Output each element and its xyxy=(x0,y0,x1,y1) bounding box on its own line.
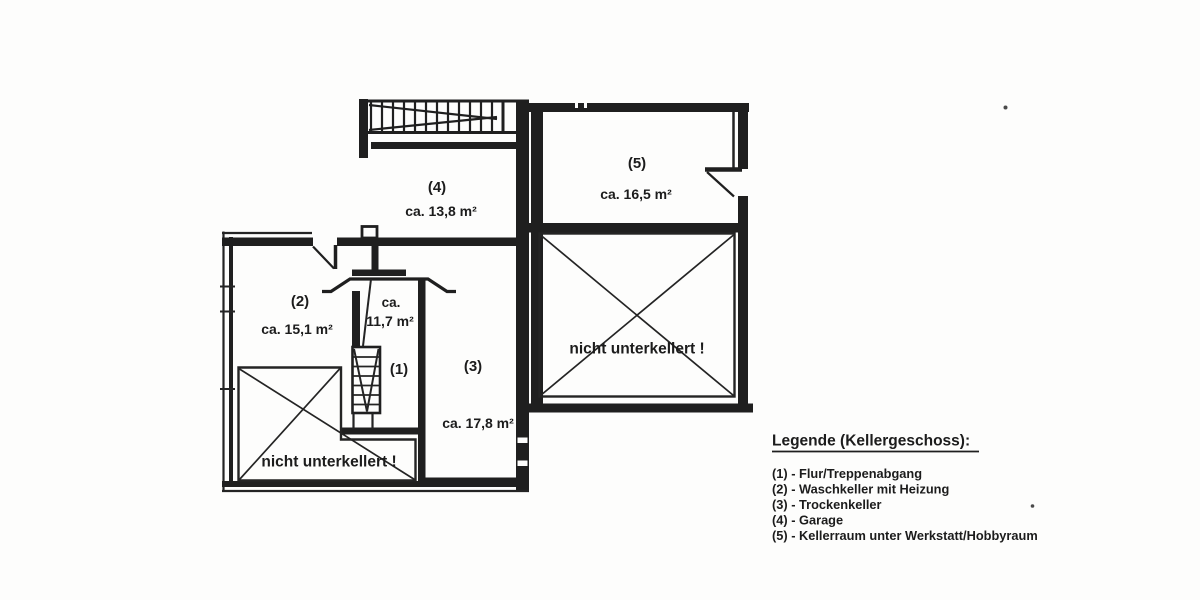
room2-area: ca. 15,1 m² xyxy=(261,321,333,337)
entry-column-bar xyxy=(352,269,406,276)
rb-west-wall xyxy=(531,104,543,412)
entrance-stairwell xyxy=(322,246,456,486)
exterior-stairs xyxy=(359,99,529,158)
room1-number: (1) xyxy=(390,361,408,378)
room5-door-leaf xyxy=(706,171,735,198)
east-wall xyxy=(516,100,529,492)
room-labels: (2) ca. 15,1 m² ca. 11,7 m² (1) (3) ca. … xyxy=(261,293,514,431)
room3-west-wall xyxy=(418,278,426,486)
room4-area: ca. 13,8 m² xyxy=(405,203,477,219)
lb-bottom-wall-inner xyxy=(222,481,529,487)
right-not-cellared-box: nicht unterkellert ! xyxy=(538,232,736,398)
stair-direction-line-lower xyxy=(368,115,498,132)
corridor-west-wall xyxy=(352,291,360,348)
left-block-walls xyxy=(220,225,529,493)
entry-column-stem xyxy=(371,246,379,271)
right-xbox-outline xyxy=(538,232,736,398)
legend-item-2: (2) - Waschkeller mit Heizung xyxy=(772,482,949,497)
room1-area-prefix: ca. xyxy=(382,295,401,310)
left-xbox-outline xyxy=(237,366,417,482)
room2-number: (2) xyxy=(291,293,309,310)
room5-area: ca. 16,5 m² xyxy=(600,186,672,202)
corridor-bottom-wall xyxy=(341,427,425,435)
room4-number: (4) xyxy=(428,179,446,196)
room-4-garage: (4) ca. 13,8 m² xyxy=(371,142,516,219)
left-not-cellared-box: nicht unterkellert ! xyxy=(237,366,417,482)
rb-east-wall-lower xyxy=(738,196,748,412)
rb-top-wall-joint-2 xyxy=(584,103,587,108)
legend-item-4: (4) - Garage xyxy=(772,513,843,528)
room3-area: ca. 17,8 m² xyxy=(442,415,514,431)
right-not-cellared-label: nicht unterkellert ! xyxy=(569,341,704,358)
legend-item-5: (5) - Kellerraum unter Werkstatt/Hobbyra… xyxy=(772,528,1038,543)
inner-stair-diag-2 xyxy=(366,348,380,412)
rb-top-wall xyxy=(529,103,749,112)
scan-speck-1 xyxy=(1003,105,1008,110)
room5-number: (5) xyxy=(628,155,646,172)
rb-east-wall-upper xyxy=(738,103,748,169)
right-block: (5) ca. 16,5 m² nicht unterkellert ! xyxy=(517,103,753,413)
entry-canopy xyxy=(322,277,456,294)
room5-bottom-wall xyxy=(529,223,743,233)
scan-speck-2 xyxy=(1030,504,1035,508)
right-xbox-diag-2 xyxy=(539,234,735,397)
room3-bottom-wall xyxy=(418,477,516,485)
inner-stair-outline xyxy=(351,345,382,415)
left-xbox-diag-1 xyxy=(239,368,415,481)
scan-artifacts xyxy=(1003,105,1035,508)
east-wall-joint-2 xyxy=(517,460,528,466)
legend-item-1: (1) - Flur/Treppenabgang xyxy=(772,466,922,481)
legend: Legende (Kellergeschoss): (1) - Flur/Tre… xyxy=(772,433,1038,543)
stair-direction-line-upper xyxy=(368,103,498,121)
chimney xyxy=(360,225,379,240)
lb-top-wall-right xyxy=(337,237,517,246)
rb-top-wall-joint-1 xyxy=(575,103,578,108)
inner-stair-diag-1 xyxy=(353,348,368,412)
stair-handrail xyxy=(362,278,372,347)
stair-band-left-cap xyxy=(359,99,368,158)
left-not-cellared-label: nicht unterkellert ! xyxy=(261,454,396,471)
left-xbox-diag-2 xyxy=(238,367,341,481)
legend-item-3: (3) - Trockenkeller xyxy=(772,497,882,512)
room3-number: (3) xyxy=(464,358,482,375)
room1-area: 11,7 m² xyxy=(366,313,414,329)
east-wall-joint-1 xyxy=(517,437,528,443)
lb-top-wall-left xyxy=(222,237,313,246)
room2-door-leaf xyxy=(312,245,335,270)
rb-bottom-wall xyxy=(517,403,753,413)
legend-title: Legende (Kellergeschoss): xyxy=(772,433,970,450)
